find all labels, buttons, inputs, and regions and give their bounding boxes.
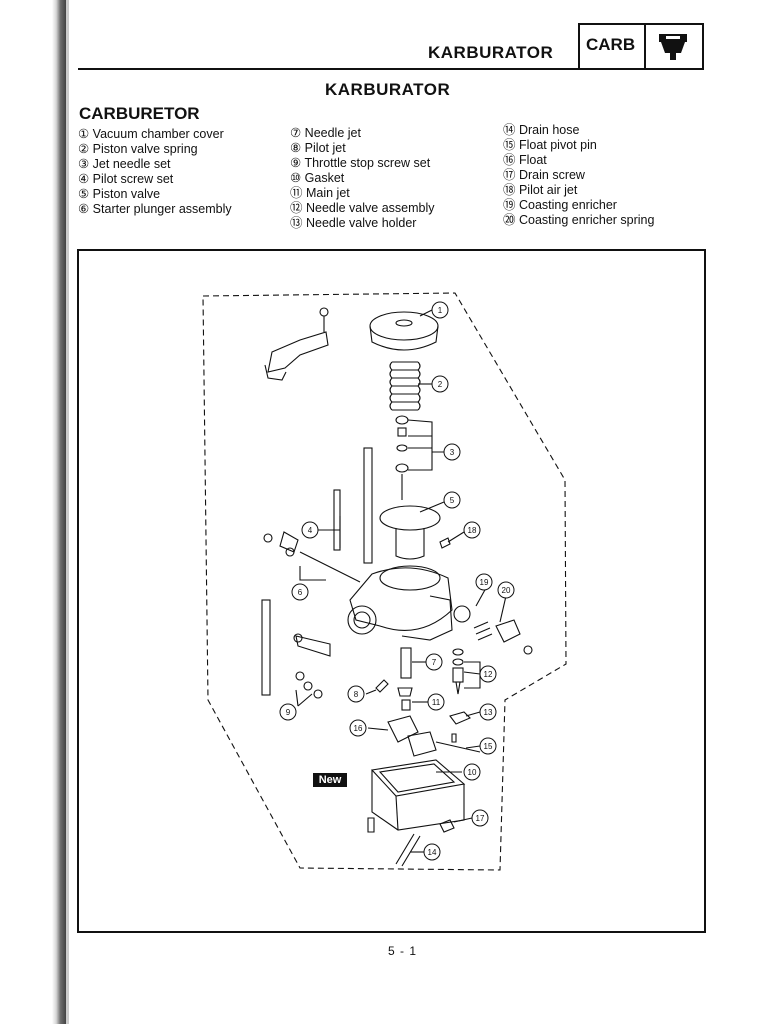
part-item: ⑲ Coasting enricher <box>503 198 617 212</box>
parts-list-column-2: ⑦ Needle jet ⑧ Pilot jet ⑨ Throttle stop… <box>290 126 435 231</box>
exploded-diagram-frame <box>77 249 706 933</box>
header-rule <box>78 68 704 70</box>
callout-label: 3 <box>450 448 455 457</box>
part-item: ⑬ Needle valve holder <box>290 216 417 230</box>
part-item: ⑳ Coasting enricher spring <box>503 213 655 227</box>
callout-14 <box>423 843 441 861</box>
section-title: CARBURETOR <box>79 104 200 123</box>
part-item: ⑪ Main jet <box>290 186 350 200</box>
callout-1 <box>431 301 449 319</box>
callout-label: 15 <box>484 742 493 751</box>
callout-12 <box>479 665 497 683</box>
callout-label: 11 <box>432 698 441 707</box>
part-item: ⑯ Float <box>503 153 547 167</box>
callout-label: 19 <box>480 578 489 587</box>
callout-label: 6 <box>298 588 303 597</box>
header-title: KARBURATOR <box>428 43 554 62</box>
binding-shadow <box>66 0 69 1024</box>
callout-17 <box>471 809 489 827</box>
callout-label: 12 <box>484 670 493 679</box>
part-item: ⑨ Throttle stop screw set <box>290 156 431 170</box>
section-tab-label: CARB <box>586 35 636 54</box>
callout-6 <box>291 583 309 601</box>
part-item: ⑱ Pilot air jet <box>503 183 578 197</box>
callout-16 <box>349 719 367 737</box>
carburetor-icon <box>659 34 687 60</box>
callout-label: 20 <box>502 586 511 595</box>
callout-label: 13 <box>484 708 493 717</box>
callout-7 <box>425 653 443 671</box>
callout-label: 1 <box>438 306 443 315</box>
part-item: ② Piston valve spring <box>78 142 198 156</box>
callout-label: 4 <box>308 526 313 535</box>
tab-divider <box>644 25 646 68</box>
callout-label: 18 <box>468 526 477 535</box>
binding-edge <box>52 0 66 1024</box>
page-number: 5 - 1 <box>388 944 418 958</box>
new-badge: New <box>313 773 347 787</box>
callout-label: 10 <box>468 768 477 777</box>
section-tab: CARB <box>578 23 704 68</box>
callout-label: 7 <box>432 658 437 667</box>
part-item: ⑫ Needle valve assembly <box>290 201 435 215</box>
callout-label: 2 <box>438 380 443 389</box>
part-item: ⑤ Piston valve <box>78 187 161 201</box>
callout-20 <box>497 581 515 599</box>
part-item: ⑮ Float pivot pin <box>503 138 597 152</box>
callout-10 <box>463 763 481 781</box>
part-item: ⑧ Pilot jet <box>290 141 346 155</box>
callout-18 <box>463 521 481 539</box>
callout-8 <box>347 685 365 703</box>
callout-19 <box>475 573 493 591</box>
page-title: KARBURATOR <box>325 80 451 99</box>
callout-9 <box>279 703 297 721</box>
callout-4 <box>301 521 319 539</box>
callout-2 <box>431 375 449 393</box>
part-item: ⑩ Gasket <box>290 171 345 185</box>
part-item: ① Vacuum chamber cover <box>78 127 224 141</box>
callout-label: 9 <box>286 708 291 717</box>
parts-list-column-3: ⑭ Drain hose ⑮ Float pivot pin ⑯ Float ⑰… <box>503 123 654 228</box>
callout-label: 17 <box>476 814 485 823</box>
callout-13 <box>479 703 497 721</box>
parts-list-column-1: ① Vacuum chamber cover ② Piston valve sp… <box>78 127 232 217</box>
callout-3 <box>443 443 461 461</box>
callout-label: 14 <box>428 848 437 857</box>
callout-label: 8 <box>354 690 359 699</box>
part-item: ③ Jet needle set <box>78 157 171 171</box>
part-item: ⑦ Needle jet <box>290 126 361 140</box>
part-item: ④ Pilot screw set <box>78 172 174 186</box>
callout-label: 16 <box>354 724 363 733</box>
part-item: ⑰ Drain screw <box>503 168 585 182</box>
part-item: ⑥ Starter plunger assembly <box>78 202 232 216</box>
callout-15 <box>479 737 497 755</box>
callout-label: 5 <box>450 496 455 505</box>
callout-5 <box>443 491 461 509</box>
part-item: ⑭ Drain hose <box>503 123 580 137</box>
callout-11 <box>427 693 445 711</box>
